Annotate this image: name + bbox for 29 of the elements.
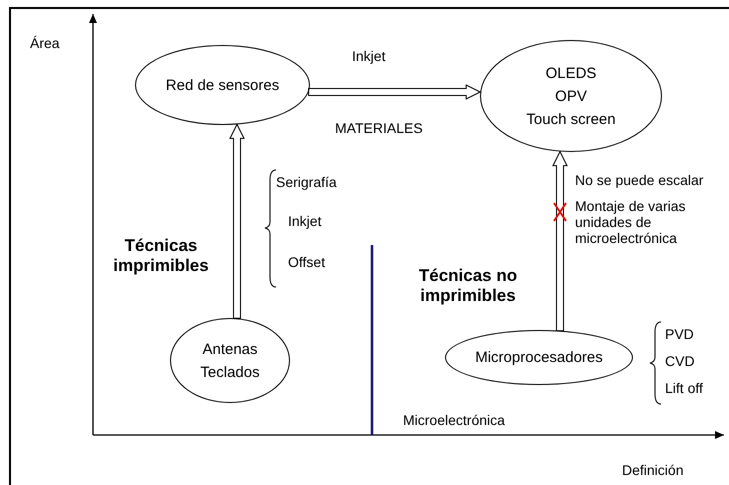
node-text: Teclados xyxy=(200,364,260,380)
node-text: OPV xyxy=(555,88,587,104)
group-heading: Técnicas no imprimibles xyxy=(418,266,518,306)
ellipse-node xyxy=(480,40,662,152)
ellipse-node xyxy=(170,318,290,403)
text-label: PVD xyxy=(665,326,694,342)
text-label: Microelectrónica xyxy=(403,412,505,428)
text-label: Definición xyxy=(622,462,684,478)
node-text: Microprocesadores xyxy=(475,349,603,366)
text-label: Offset xyxy=(288,254,326,270)
text-label: Serigrafía xyxy=(276,174,337,190)
node-text: OLEDS xyxy=(546,64,596,82)
text-label: Montaje de varias unidades de microelectrónica xyxy=(575,198,687,246)
text-label: MATERIALES xyxy=(335,120,423,136)
hollow-arrow xyxy=(229,123,245,319)
text-label: Inkjet xyxy=(288,213,322,229)
text-label: No se puede escalar xyxy=(575,172,704,188)
node-text: Touch screen xyxy=(526,110,616,128)
ellipse-node xyxy=(135,45,310,125)
text-label: CVD xyxy=(665,353,695,369)
node-text: Red de sensores xyxy=(166,76,280,94)
text-label: Lift off xyxy=(665,380,703,396)
text-label: Inkjet xyxy=(352,48,386,64)
ellipse-node xyxy=(445,330,633,385)
hollow-arrow xyxy=(308,84,482,100)
node-text: Antenas xyxy=(202,340,258,358)
group-heading: Técnicas imprimibles xyxy=(112,236,210,276)
hollow-arrow xyxy=(552,150,568,332)
text-label: Área xyxy=(30,35,60,51)
